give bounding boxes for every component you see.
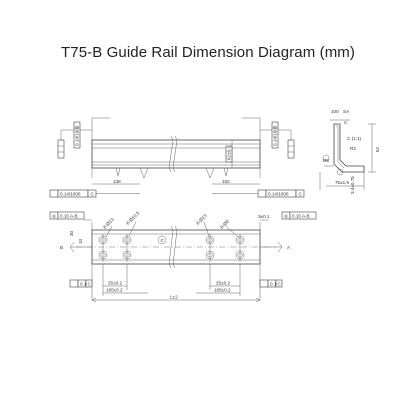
svg-text:C: C [88,282,92,287]
datum-a-label: A [287,245,291,250]
flat-left-label: 0.1 [80,282,87,287]
profile-r5-label: R5 [323,158,329,163]
datum-b-label: B [60,245,63,250]
flatness-left-label: 0.14/1000 [75,125,80,146]
profile-top-label: 100 [331,109,339,114]
profile-r-label: R2 [350,146,356,151]
dim-152-label: 152 [222,179,230,184]
svg-text:C: C [278,282,282,287]
dim-165-right: 165±0.2 [214,288,231,293]
dim-10-label: 10 [78,238,83,244]
dim-25-right: 25±0.2 [216,281,230,286]
profile-bottom-label: 3.4±0.75 [350,176,355,194]
datum-c-plan: C [161,238,165,243]
plan-view: C 8-Ø13 8-Ø10.5 8-Ø13 8-Ø9 3.5±0.1 3±0.1… [49,210,317,303]
profile-height-label: 62 [375,146,380,152]
pos-right-label: 0.10 A-B [292,214,310,219]
profile-angle-label: C (1:1) [347,136,362,141]
dim-25-left: 25±0.2 [108,281,122,286]
front-view: 0.14/1000 0.14/1000 62±0.1 138 152 0.14/… [49,117,305,198]
svg-text:◎: ◎ [284,214,289,219]
dim-30-label: 30 [69,230,74,236]
datum-c-left: C [91,192,95,197]
frame-left-label: 0.14/1000 [60,192,81,197]
hole-left2-label: 8-Ø10.5 [125,210,141,226]
pos-left-label: 0.10 A-B [60,214,78,219]
hole-right-label: 8-Ø13 [195,213,208,226]
height-tolerance-label: 62±0.1 [227,146,232,160]
profile-width-label: 75±1.5 [335,180,349,185]
flatness-right-label: 0.14/1000 [273,125,278,146]
profile-datum-c: C [344,120,348,125]
dim-3-label: 3±0.1 [258,214,270,219]
dim-138-label: 138 [113,179,121,184]
hole-right2-label: 8-Ø9 [219,219,230,230]
svg-text:◎: ◎ [52,214,57,219]
overall-length-label: L±2 [170,295,178,300]
profile-sa-label: SA [343,109,350,114]
profile-view: 100 SA C (1:1) R2 R5 75±1.5 62 3.4±0.75 … [319,109,380,194]
frame-right-label: 0.14/1000 [268,192,289,197]
dim-165-left: 165±0.2 [106,288,123,293]
diagram-title: T75-B Guide Rail Dimension Diagram (mm) [61,44,355,61]
datum-c-right: C [299,192,303,197]
flat-right-label: 0.1 [270,282,277,287]
hole-left-label: 8-Ø13 [102,217,115,230]
